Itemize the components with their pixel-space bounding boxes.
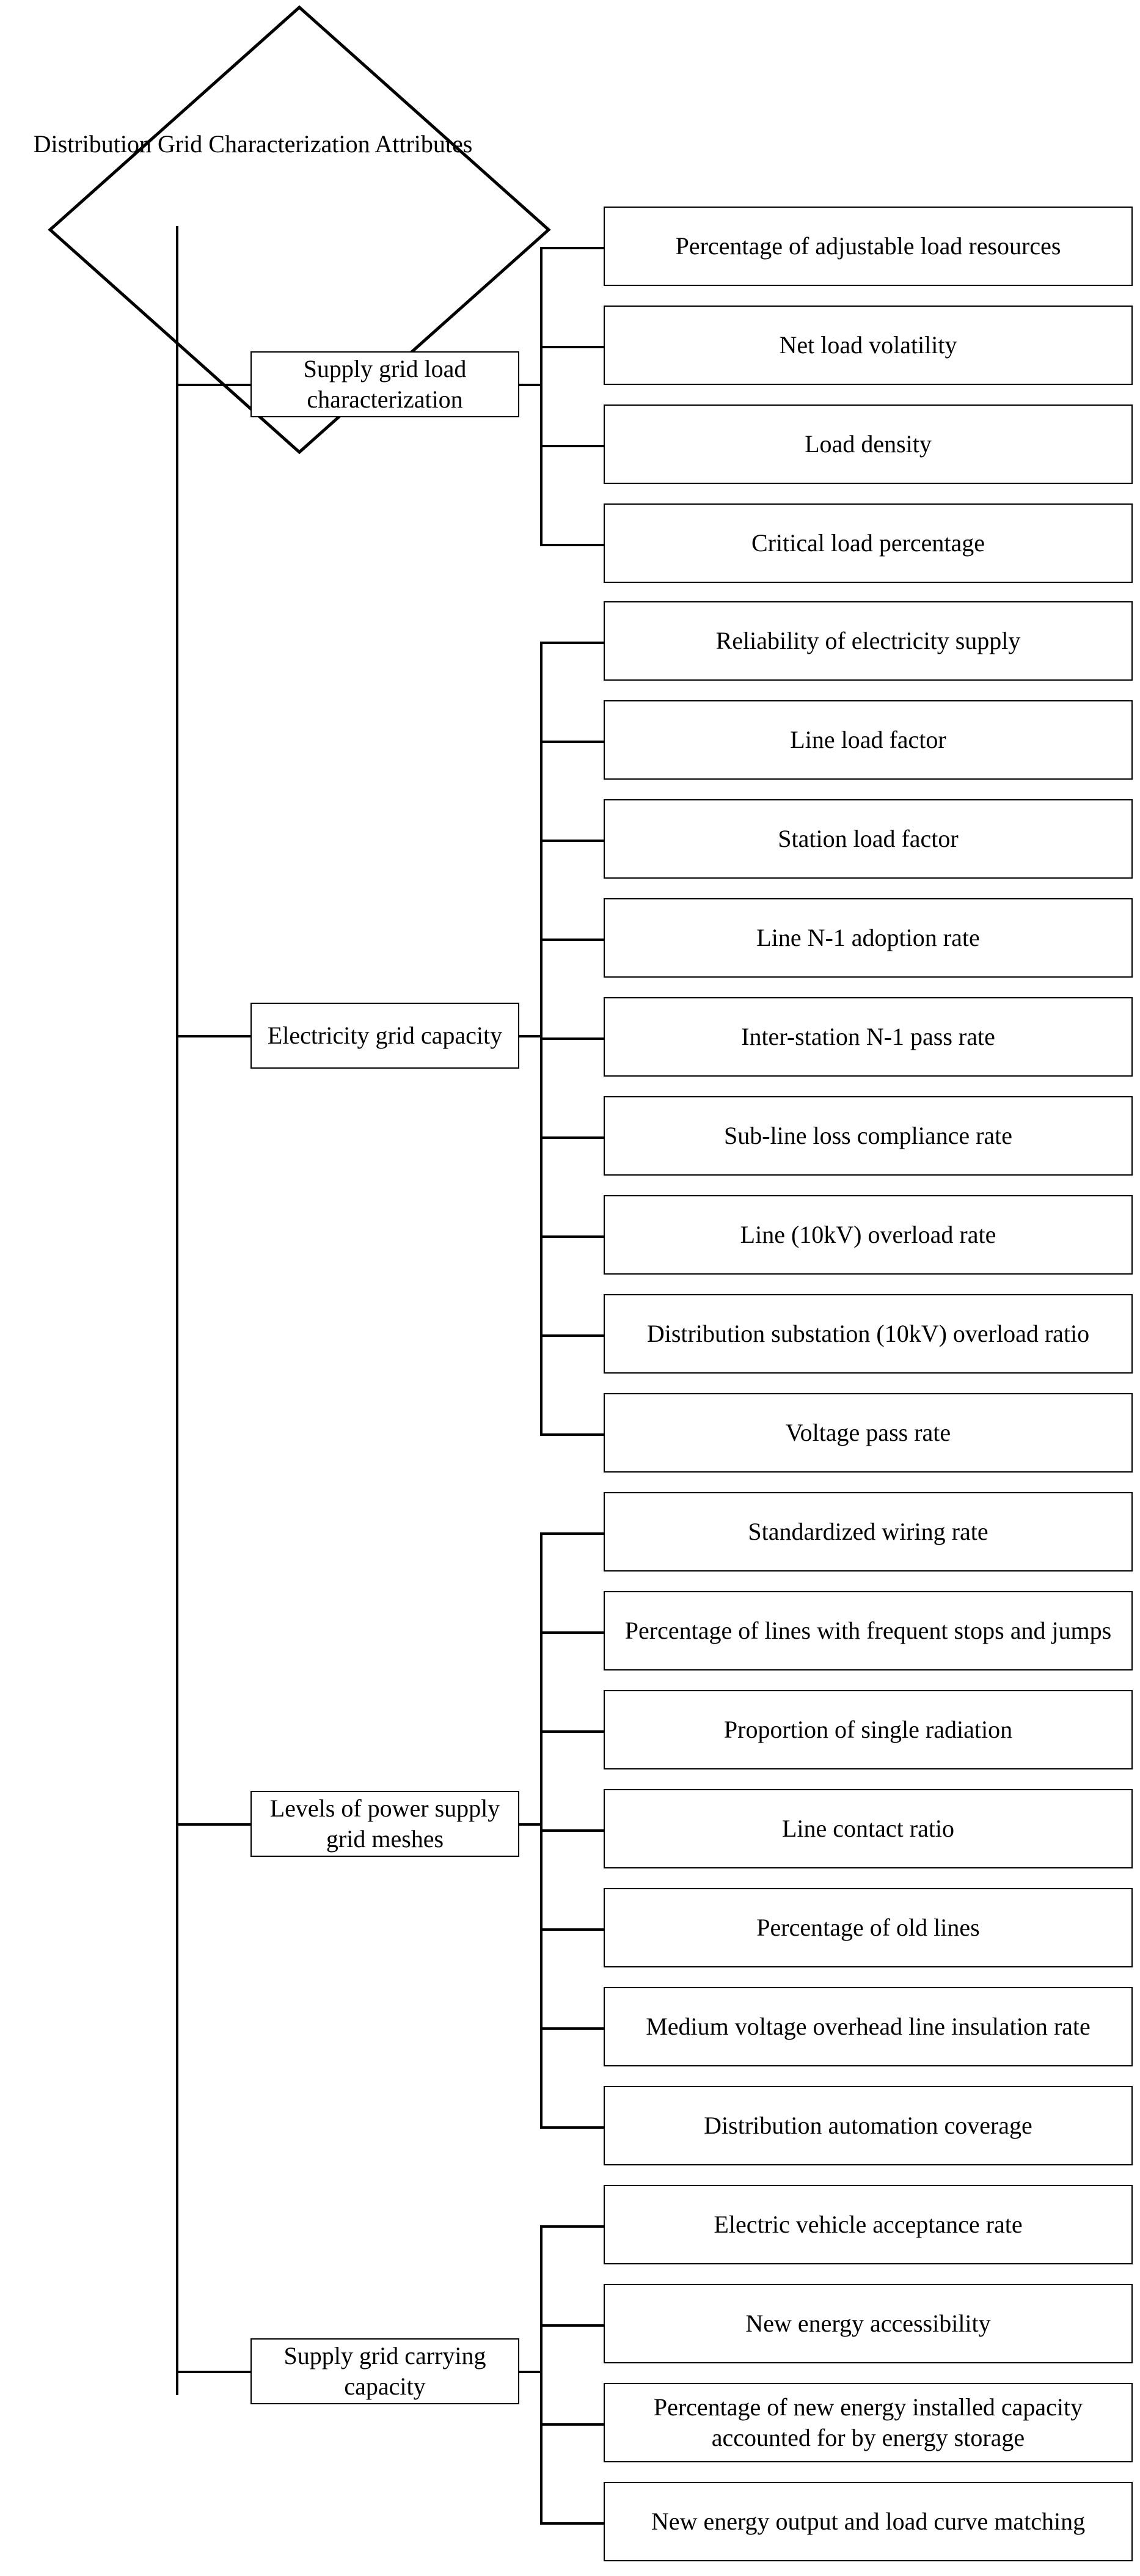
- leaf-box-new-energy-accessibility[interactable]: New energy accessibility: [604, 2284, 1133, 2363]
- leaf-box-percentage-of-new-energy-installed-capacity-by-energy-storage[interactable]: Percentage of new energy installed capac…: [604, 2383, 1133, 2462]
- leaf-box-medium-voltage-overhead-line-insulation-rate[interactable]: Medium voltage overhead line insulation …: [604, 1987, 1133, 2066]
- connector-g2-leaf-6: [540, 1136, 604, 1139]
- category-label: Levels of power supply grid meshes: [269, 1794, 500, 1853]
- connector-g3-leaf-2: [540, 1631, 604, 1634]
- leaf-label: Reliability of electricity supply: [715, 626, 1021, 654]
- leaf-label: Percentage of adjustable load resources: [675, 232, 1061, 260]
- leaf-box-distribution-automation-coverage[interactable]: Distribution automation coverage: [604, 2086, 1133, 2165]
- leaf-label: Percentage of old lines: [756, 1913, 980, 1941]
- connector-g2-leaf-1: [540, 642, 604, 644]
- leaf-box-reliability-of-electricity-supply[interactable]: Reliability of electricity supply: [604, 601, 1133, 681]
- connector-g3-leaf-4: [540, 1829, 604, 1832]
- category-label: Electricity grid capacity: [267, 1021, 503, 1049]
- connector-g1-leaf-3: [540, 445, 604, 447]
- leaf-label: Sub-line loss compliance rate: [723, 1121, 1013, 1149]
- connector-g3-leaf-1: [540, 1532, 604, 1535]
- leaf-label: Distribution substation (10kV) overload …: [646, 1319, 1090, 1347]
- leaf-box-net-load-volatility[interactable]: Net load volatility: [604, 306, 1133, 385]
- connector-trunk-to-category-2: [176, 1035, 250, 1037]
- leaf-label: New energy accessibility: [745, 2309, 991, 2337]
- leaf-label: Line (10kV) overload rate: [740, 1220, 996, 1248]
- leaf-label: Critical load percentage: [751, 529, 985, 557]
- root-node-diamond: [46, 4, 552, 456]
- connector-category-3-to-spine: [519, 1823, 543, 1826]
- connector-g2-leaf-7: [540, 1235, 604, 1238]
- group-4-spine: [540, 2225, 543, 2522]
- leaf-box-percentage-of-adjustable-load-resources[interactable]: Percentage of adjustable load resources: [604, 207, 1133, 286]
- leaf-box-percentage-of-lines-with-frequent-stops-and-jumps[interactable]: Percentage of lines with frequent stops …: [604, 1591, 1133, 1670]
- connector-g2-leaf-3: [540, 840, 604, 842]
- leaf-label: Inter-station N-1 pass rate: [741, 1022, 995, 1050]
- connector-g2-leaf-2: [540, 741, 604, 743]
- connector-g3-leaf-3: [540, 1730, 604, 1733]
- category-box-supply-grid-carrying-capacity[interactable]: Supply grid carrying capacity: [250, 2338, 519, 2404]
- leaf-box-line-n1-adoption-rate[interactable]: Line N-1 adoption rate: [604, 898, 1133, 978]
- leaf-box-station-load-factor[interactable]: Station load factor: [604, 799, 1133, 879]
- leaf-label: Station load factor: [778, 824, 959, 852]
- connector-trunk-to-category-3: [176, 1823, 250, 1826]
- leaf-box-voltage-pass-rate[interactable]: Voltage pass rate: [604, 1393, 1133, 1473]
- leaf-label: Voltage pass rate: [785, 1418, 951, 1446]
- connector-g4-leaf-3: [540, 2423, 604, 2426]
- connector-trunk-to-category-4: [176, 2371, 250, 2373]
- leaf-label: Standardized wiring rate: [748, 1517, 988, 1545]
- leaf-box-inter-station-n1-pass-rate[interactable]: Inter-station N-1 pass rate: [604, 997, 1133, 1077]
- leaf-label: Percentage of new energy installed capac…: [653, 2393, 1083, 2451]
- connector-g3-leaf-6: [540, 2027, 604, 2030]
- leaf-box-load-density[interactable]: Load density: [604, 404, 1133, 484]
- connector-g3-leaf-5: [540, 1928, 604, 1931]
- category-label: Supply grid load characterization: [303, 354, 467, 413]
- leaf-label: Load density: [805, 430, 932, 458]
- leaf-box-proportion-of-single-radiation[interactable]: Proportion of single radiation: [604, 1690, 1133, 1769]
- leaf-box-line-load-factor[interactable]: Line load factor: [604, 700, 1133, 780]
- connector-category-2-to-spine: [519, 1035, 543, 1037]
- leaf-box-standardized-wiring-rate[interactable]: Standardized wiring rate: [604, 1492, 1133, 1572]
- leaf-box-sub-line-loss-compliance-rate[interactable]: Sub-line loss compliance rate: [604, 1096, 1133, 1176]
- diamond-shape: [48, 5, 551, 455]
- leaf-box-line-contact-ratio[interactable]: Line contact ratio: [604, 1789, 1133, 1868]
- connector-trunk-to-category-1: [176, 384, 250, 386]
- connector-g2-leaf-9: [540, 1433, 604, 1436]
- category-label: Supply grid carrying capacity: [283, 2341, 486, 2400]
- leaf-box-new-energy-output-and-load-curve-matching[interactable]: New energy output and load curve matchin…: [604, 2482, 1133, 2561]
- leaf-label: New energy output and load curve matchin…: [651, 2507, 1086, 2535]
- connector-category-4-to-spine: [519, 2371, 543, 2373]
- leaf-label: Proportion of single radiation: [723, 1715, 1013, 1743]
- connector-g1-leaf-1: [540, 247, 604, 249]
- leaf-label: Percentage of lines with frequent stops …: [624, 1616, 1112, 1644]
- category-box-levels-of-power-supply-grid-meshes[interactable]: Levels of power supply grid meshes: [250, 1791, 519, 1857]
- connector-g1-leaf-2: [540, 346, 604, 348]
- connector-g1-leaf-4: [540, 544, 604, 546]
- category-box-supply-grid-load-characterization[interactable]: Supply grid load characterization: [250, 351, 519, 417]
- connector-g2-leaf-5: [540, 1037, 604, 1040]
- connector-g4-leaf-4: [540, 2522, 604, 2525]
- leaf-label: Medium voltage overhead line insulation …: [646, 2012, 1091, 2040]
- connector-g4-leaf-1: [540, 2225, 604, 2228]
- trunk-vertical-line: [176, 226, 178, 2395]
- leaf-label: Line load factor: [790, 725, 946, 753]
- leaf-box-critical-load-percentage[interactable]: Critical load percentage: [604, 503, 1133, 583]
- root-node-label: Distribution Grid Characterization Attri…: [33, 130, 473, 158]
- leaf-label: Line contact ratio: [781, 1814, 955, 1842]
- group-1-spine: [540, 247, 543, 544]
- leaf-box-electric-vehicle-acceptance-rate[interactable]: Electric vehicle acceptance rate: [604, 2185, 1133, 2264]
- connector-g2-leaf-4: [540, 939, 604, 941]
- leaf-box-distribution-substation-10kv-overload-ratio[interactable]: Distribution substation (10kV) overload …: [604, 1294, 1133, 1374]
- connector-g4-leaf-2: [540, 2324, 604, 2327]
- leaf-label: Line N-1 adoption rate: [756, 923, 980, 951]
- leaf-label: Net load volatility: [779, 331, 957, 359]
- leaf-label: Electric vehicle acceptance rate: [714, 2210, 1023, 2238]
- leaf-box-percentage-of-old-lines[interactable]: Percentage of old lines: [604, 1888, 1133, 1967]
- connector-g3-leaf-7: [540, 2126, 604, 2129]
- leaf-box-line-10kv-overload-rate[interactable]: Line (10kV) overload rate: [604, 1195, 1133, 1275]
- leaf-label: Distribution automation coverage: [704, 2111, 1032, 2139]
- connector-category-1-to-spine: [519, 384, 543, 386]
- connector-g2-leaf-8: [540, 1334, 604, 1337]
- category-box-electricity-grid-capacity[interactable]: Electricity grid capacity: [250, 1003, 519, 1069]
